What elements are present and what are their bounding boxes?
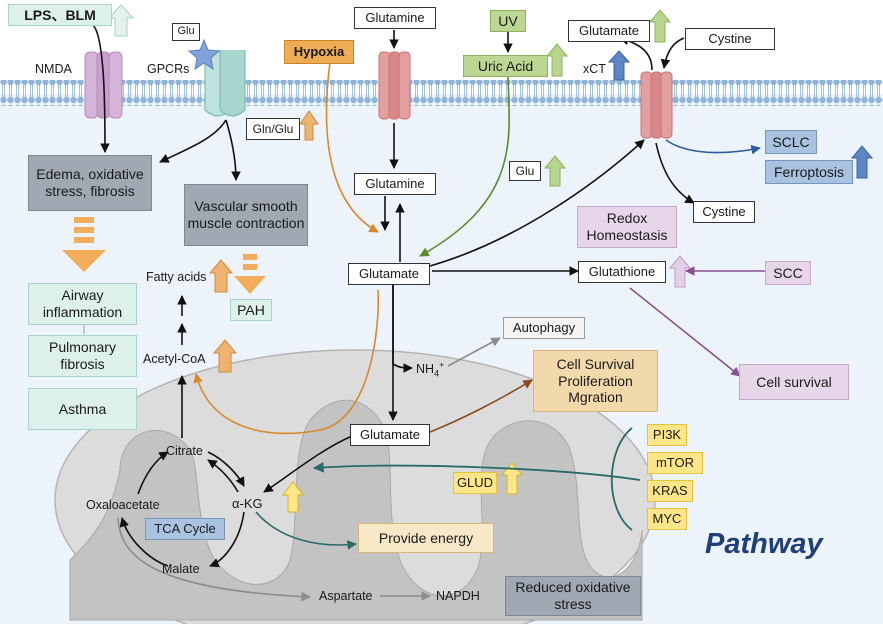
glutamate-to-survival-arrow — [429, 379, 533, 433]
star-icon — [187, 38, 221, 71]
up-arrow-gln-glu — [299, 110, 319, 141]
tca-cycle-box: TCA Cycle — [145, 518, 225, 540]
black-arrows — [91, 23, 695, 568]
vascular-box: Vascular smooth muscle contraction — [184, 184, 308, 246]
down-arrow-vascular — [234, 254, 266, 294]
glutamate-mid-box: Glutamate — [348, 263, 430, 285]
down-arrow-edema — [62, 217, 106, 272]
cystine-mid-box: Cystine — [693, 201, 755, 223]
nmda-receptor — [84, 51, 123, 119]
mtor-box: mTOR — [647, 452, 703, 474]
ferroptosis-box: Ferroptosis — [765, 160, 853, 184]
glutamate-to-acetyl-arrow — [193, 289, 380, 435]
asthma-box: Asthma — [28, 388, 137, 430]
scc-box: SCC — [765, 261, 811, 285]
cystine-top-box: Cystine — [685, 28, 775, 50]
citrate-label: Citrate — [166, 444, 203, 458]
glutamine-mid-box: Glutamine — [354, 173, 436, 195]
uric-acid-arrow — [419, 75, 510, 257]
kras-box: KRAS — [647, 480, 693, 502]
myc-box: MYC — [647, 508, 687, 530]
energy-arrow — [255, 511, 357, 550]
nh4-to-autophagy-arrow — [447, 337, 501, 367]
airway-box: Airway inflammation — [28, 283, 137, 325]
aspartate-label: Aspartate — [319, 589, 373, 603]
edema-box: Edema, oxidative stress, fibrosis — [28, 155, 152, 211]
glud-box: GLUD — [453, 472, 497, 494]
nh4-label: NH4+ — [416, 360, 445, 379]
up-arrow-ferroptosis — [850, 145, 874, 179]
gpcrs-label: GPCRs — [147, 62, 190, 76]
uric-acid-box: Uric Acid — [463, 55, 548, 77]
hypoxia-arrow — [325, 61, 379, 233]
glutathione-to-survival-arrow — [629, 287, 741, 377]
acetyl-coa-label: Acetyl-CoA — [143, 352, 206, 366]
lps-blm-box: LPS、BLM — [8, 4, 112, 26]
gln-glu-box: Gln/Glu — [246, 118, 300, 140]
hypoxia-box: Hypoxia — [284, 40, 354, 64]
glutamate-top-box: Glutamate — [568, 20, 650, 42]
up-arrow-lps — [107, 4, 135, 37]
pulmonary-box: Pulmonary fibrosis — [28, 335, 137, 377]
aspartate-arrow — [117, 517, 311, 602]
glu-mid-box: Glu — [509, 161, 541, 181]
pi3k-box: PI3K — [647, 424, 687, 446]
fatty-acids-label: Fatty acids — [146, 270, 207, 284]
xct-to-sclc-arrow — [665, 139, 761, 155]
up-arrow-glu-mid — [543, 155, 567, 187]
redox-box: Redox Homeostasis — [577, 206, 677, 248]
provide-energy-box: Provide energy — [358, 523, 494, 553]
cell-survival-prolif-box: Cell Survival Proliferation Mgration — [533, 350, 658, 412]
glutamate-mito-box: Glutamate — [350, 424, 430, 446]
reduced-oxidative-box: Reduced oxidative stress — [505, 576, 641, 616]
oxaloacetate-label: Oxaloacetate — [86, 498, 160, 512]
pathway-bracket — [610, 427, 633, 531]
autophagy-box: Autophagy — [503, 317, 585, 339]
sclc-box: SCLC — [765, 130, 817, 154]
up-arrow-uric — [545, 43, 569, 77]
up-arrow-akg — [281, 481, 305, 513]
pah-box: PAH — [230, 299, 272, 321]
cell-survival-box: Cell survival — [739, 364, 849, 400]
pathway-title: Pathway — [705, 528, 823, 560]
up-arrow-glutamate-top — [648, 9, 672, 43]
glutamine-top-box: Glutamine — [354, 7, 436, 29]
napdh-label: NAPDH — [436, 589, 480, 603]
up-arrow-fatty — [208, 259, 234, 293]
akg-label: α-KG — [232, 496, 263, 511]
pathway-arrow — [312, 461, 641, 481]
up-arrow-glutathione — [668, 255, 692, 288]
xct-transporter — [640, 71, 673, 139]
nmda-label: NMDA — [35, 62, 72, 76]
glutamine-transporter — [378, 51, 411, 120]
gpcr-receptor — [204, 50, 246, 117]
malate-label: Malate — [162, 562, 200, 576]
xct-label: xCT — [583, 62, 606, 76]
up-arrow-xct — [607, 50, 631, 81]
up-arrow-acetyl — [212, 339, 238, 373]
uv-box: UV — [490, 10, 526, 32]
glutathione-box: Glutathione — [578, 261, 666, 283]
cell-membrane — [0, 80, 883, 106]
glu-ligand-box: Glu — [172, 23, 200, 41]
